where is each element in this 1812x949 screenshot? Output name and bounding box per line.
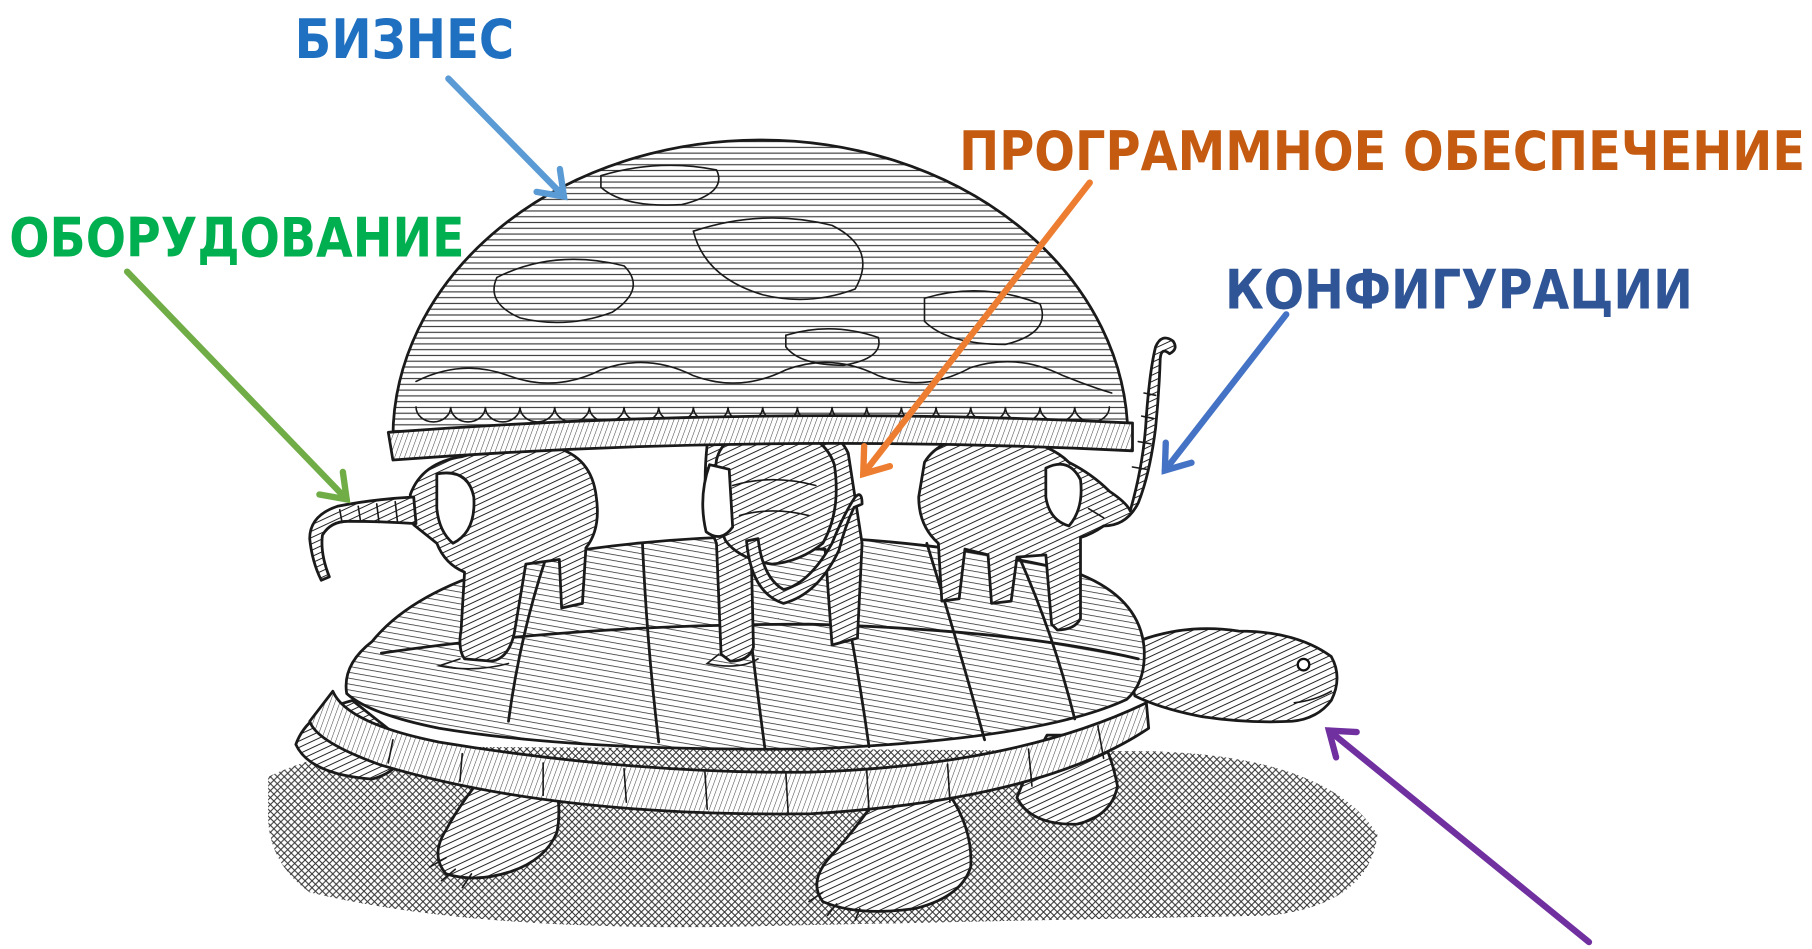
- arrow-business: [448, 79, 564, 197]
- turtle-eye: [1298, 659, 1310, 671]
- dome-world: [388, 140, 1132, 460]
- label-hardware: ОБОРУДОВАНИЕ: [9, 207, 464, 270]
- arrow-shaft: [448, 79, 564, 197]
- label-configurations: КОНФИГУРАЦИИ: [1225, 259, 1693, 322]
- arrow-configurations: [1165, 314, 1286, 470]
- turtle-head: [1123, 629, 1337, 722]
- arrow-hardware: [127, 272, 347, 500]
- label-business: БИЗНЕС: [295, 8, 515, 71]
- arrow-shaft: [1165, 314, 1286, 470]
- arrow-shaft: [127, 272, 347, 500]
- label-software: ПРОГРАММНОЕ ОБЕСПЕЧЕНИЕ: [959, 120, 1805, 183]
